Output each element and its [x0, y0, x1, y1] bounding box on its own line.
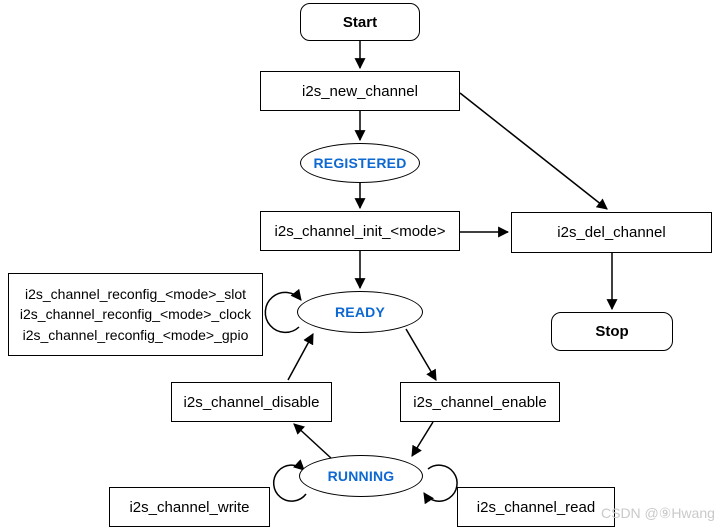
node-channel-disable: i2s_channel_disable — [171, 382, 332, 422]
state-running-label: RUNNING — [327, 468, 395, 484]
self-loop-ready-reconfig — [264, 288, 302, 334]
state-ready-label: READY — [334, 304, 385, 320]
node-new-channel: i2s_new_channel — [260, 71, 460, 111]
reconfig-clock-label: i2s_channel_reconfig_<mode>_clock — [19, 306, 252, 323]
edge-enable-to-running — [411, 421, 434, 457]
node-start-label: Start — [342, 13, 378, 31]
self-loop-running-read — [423, 464, 458, 505]
node-channel-write: i2s_channel_write — [109, 487, 270, 527]
reconfig-slot-label: i2s_channel_reconfig_<mode>_slot — [24, 286, 247, 303]
node-channel-read: i2s_channel_read — [457, 487, 615, 527]
node-channel-write-label: i2s_channel_write — [129, 498, 250, 516]
node-start: Start — [300, 3, 420, 41]
node-del-channel-label: i2s_del_channel — [557, 224, 666, 241]
state-ready: READY — [297, 291, 423, 333]
self-loop-running-write — [272, 459, 307, 502]
node-stop: Stop — [551, 312, 673, 351]
node-channel-init-label: i2s_channel_init_<mode> — [274, 222, 446, 240]
edge-new-channel-to-del-channel — [459, 92, 608, 210]
state-registered-label: REGISTERED — [313, 155, 407, 171]
node-stop-label: Stop — [595, 323, 629, 340]
edge-ready-to-enable — [405, 328, 437, 381]
node-channel-read-label: i2s_channel_read — [476, 498, 596, 516]
node-channel-disable-label: i2s_channel_disable — [183, 393, 320, 411]
node-channel-enable: i2s_channel_enable — [400, 382, 560, 422]
edge-disable-to-ready — [287, 333, 314, 381]
state-running: RUNNING — [299, 455, 423, 497]
node-reconfig-functions: i2s_channel_reconfig_<mode>_slot i2s_cha… — [8, 273, 263, 356]
edge-running-to-disable — [293, 423, 333, 460]
node-new-channel-label: i2s_new_channel — [302, 82, 418, 100]
node-channel-init: i2s_channel_init_<mode> — [260, 211, 460, 251]
node-channel-enable-label: i2s_channel_enable — [413, 393, 547, 411]
reconfig-gpio-label: i2s_channel_reconfig_<mode>_gpio — [22, 326, 249, 343]
state-registered: REGISTERED — [300, 143, 420, 183]
node-del-channel: i2s_del_channel — [511, 212, 712, 253]
csdn-watermark: CSDN @⑨Hwang — [601, 505, 714, 521]
